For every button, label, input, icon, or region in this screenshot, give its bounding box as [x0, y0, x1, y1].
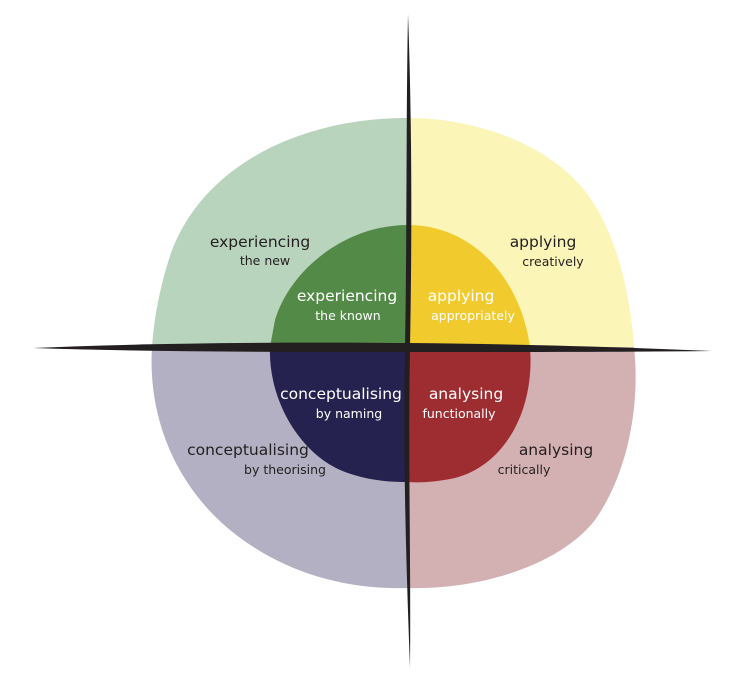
- outer-bottom-right-title: analysing: [519, 441, 593, 459]
- inner-top-right-title: applying: [428, 287, 495, 305]
- vertical-axis: [404, 14, 412, 668]
- outer-top-left-sub: the new: [240, 253, 290, 268]
- inner-quadrant-bottom-right: [408, 347, 531, 483]
- inner-bottom-left-title: conceptualising: [280, 385, 402, 403]
- outer-top-right-title: applying: [510, 233, 577, 251]
- outer-bottom-left-title: conceptualising: [187, 441, 309, 459]
- outer-top-left-title: experiencing: [210, 233, 310, 251]
- outer-bottom-left-sub: by theorising: [244, 462, 326, 477]
- inner-bottom-right-title: analysing: [429, 385, 503, 403]
- inner-top-left-sub: the known: [315, 308, 380, 323]
- outer-top-right-sub: creatively: [522, 254, 584, 269]
- inner-bottom-left-sub: by naming: [316, 406, 382, 421]
- inner-quadrant-top-right: [408, 225, 530, 347]
- inner-top-left-title: experiencing: [297, 287, 397, 305]
- horizontal-axis: [33, 342, 712, 352]
- inner-top-right-sub: appropriately: [431, 308, 515, 323]
- inner-quadrant-top-left: [270, 225, 408, 347]
- inner-quadrant-bottom-left: [269, 347, 408, 482]
- inner-bottom-right-sub: functionally: [422, 406, 496, 421]
- outer-bottom-right-sub: critically: [498, 462, 551, 477]
